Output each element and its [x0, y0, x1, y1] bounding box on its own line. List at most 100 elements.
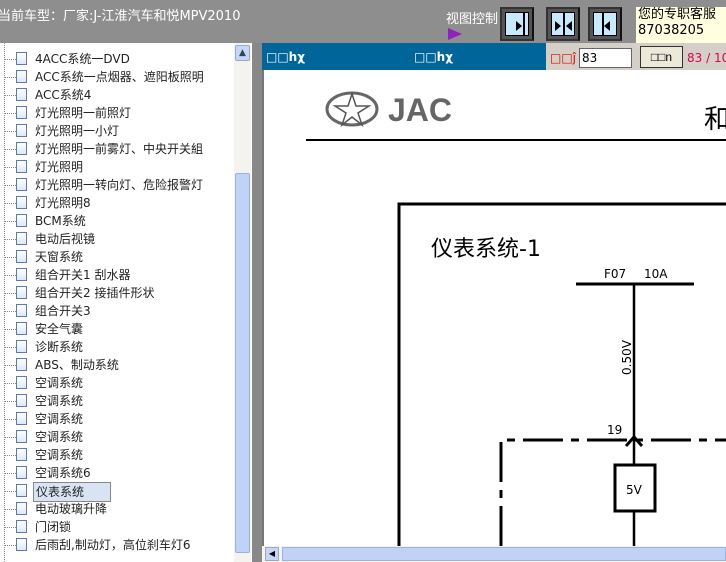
jac-logo-text: JAC — [388, 92, 452, 128]
expand-right-button[interactable] — [500, 7, 534, 41]
document-icon — [16, 250, 27, 263]
tree-item[interactable]: 空调系统 — [0, 446, 232, 464]
tree-item[interactable]: 电动玻璃升降 — [0, 500, 232, 518]
tree-item-label: 4ACC系统一DVD — [35, 52, 130, 66]
scroll-up-icon[interactable]: ▲ — [235, 45, 250, 61]
tree-item[interactable]: 诊断系统 — [0, 338, 232, 356]
document-icon — [16, 124, 27, 137]
document-icon — [16, 358, 27, 371]
tree-item[interactable]: 空调系统6 — [0, 464, 232, 482]
tree-item-label: 电动玻璃升降 — [35, 502, 108, 516]
document-icon — [16, 196, 27, 209]
tree-item-label: 灯光照明一小灯 — [35, 124, 120, 138]
pin-number: 19 — [607, 423, 622, 437]
tree-item-label: 灯光照明8 — [35, 196, 91, 210]
tree-item-label: 空调系统6 — [35, 466, 91, 480]
tree-item[interactable]: 电动后视镜 — [0, 230, 232, 248]
tree-item[interactable]: ABS、制动系统 — [0, 356, 232, 374]
split-view-button[interactable] — [546, 7, 580, 41]
tree-item[interactable]: 灯光照明一前雾灯、中央开关組 — [0, 140, 232, 158]
tree-item[interactable]: ACC系统4 — [0, 86, 232, 104]
fuse-label: F07 — [604, 267, 626, 281]
tree-item-label: 天窗系统 — [35, 250, 84, 264]
tree-scrollbar[interactable]: ▲ — [234, 43, 251, 562]
scroll-thumb[interactable] — [282, 547, 726, 561]
page-count: 83 / 10 — [687, 51, 726, 65]
current-model-title: 当前车型：厂家:J-江淮汽车和悦MPV2010 — [0, 9, 241, 24]
tree-item-label: 灯光照明一前雾灯、中央开关組 — [35, 142, 204, 156]
tree-item[interactable]: 灯光照明一转向灯、危险报警灯 — [0, 176, 232, 194]
document-icon — [16, 268, 27, 281]
tree-item[interactable]: 灯光照明一前照灯 — [0, 104, 232, 122]
jac-star-logo-icon — [325, 91, 379, 128]
tree-item[interactable]: 空调系统 — [0, 392, 232, 410]
document-icon — [16, 412, 27, 425]
tree-item[interactable]: 组合开关3 — [0, 302, 232, 320]
tree-item[interactable]: ACC系统一点烟器、遮阳板照明 — [0, 68, 232, 86]
expand-left-button[interactable] — [588, 7, 622, 41]
tree-item[interactable]: 灯光照明 — [0, 158, 232, 176]
document-icon — [16, 502, 27, 515]
document-icon — [16, 538, 27, 551]
tree-item[interactable]: 天窗系统 — [0, 248, 232, 266]
tree-item-label: ACC系统一点烟器、遮阳板照明 — [35, 70, 204, 84]
tree-item[interactable]: 组合开关2 接插件形状 — [0, 284, 232, 302]
tree-item-label: 电动后视镜 — [35, 232, 96, 246]
viewer-tab-2[interactable]: □□hχ — [414, 50, 453, 64]
tree-item-label: 灯光照明一前照灯 — [35, 106, 132, 120]
document-icon — [16, 178, 27, 191]
document-icon — [16, 376, 27, 389]
tree-item[interactable]: 安全气囊 — [0, 320, 232, 338]
tree-item-label: 组合开关1 刮水器 — [35, 268, 131, 282]
document-icon — [16, 520, 27, 533]
tree-item[interactable]: 灯光照明8 — [0, 194, 232, 212]
fuse-amp: 10A — [644, 267, 668, 281]
document-icon — [16, 88, 27, 101]
scroll-thumb[interactable] — [235, 173, 250, 553]
tree-item[interactable]: 空调系统 — [0, 374, 232, 392]
document-icon — [16, 484, 27, 497]
tree-item-label: 组合开关3 — [35, 304, 91, 318]
document-icon — [16, 322, 27, 335]
viewer-tab-1[interactable]: □□hχ — [266, 50, 305, 64]
document-icon — [16, 214, 27, 227]
tree-item-label: 后雨刮,制动灯，高位刹车灯6 — [35, 538, 191, 552]
diagram-viewer: JAC 和 仪表系统-1 F07 10A 0.50V 19 5V — [262, 70, 726, 546]
scroll-left-icon[interactable]: ◀ — [265, 547, 279, 561]
document-icon — [16, 430, 27, 443]
tree-item-label: 安全气囊 — [35, 322, 84, 336]
tree-item-label: BCM系统 — [35, 214, 86, 228]
tree-item-label: 仪表系统 — [33, 482, 111, 502]
play-arrow-icon — [448, 28, 462, 40]
viewer-header: □□hχ □□hχ — [262, 43, 546, 70]
document-icon — [16, 52, 27, 65]
view-control-label: 视图控制 — [446, 12, 499, 27]
document-icon — [16, 232, 27, 245]
tree-item[interactable]: 4ACC系统一DVD — [0, 50, 232, 68]
tree-item-label: ACC系统4 — [35, 88, 92, 102]
tree-item[interactable]: 门闭锁 — [0, 518, 232, 536]
tree-item[interactable]: 组合开关1 刮水器 — [0, 266, 232, 284]
tree-item[interactable]: 仪表系统 — [0, 482, 232, 502]
splitter[interactable] — [252, 43, 262, 562]
service-label: 您的专职客服 — [638, 7, 717, 22]
diagram-title: 仪表系统-1 — [431, 237, 541, 262]
page-label: □□ĵ — [550, 51, 577, 65]
document-icon — [16, 286, 27, 299]
tree-item-label: 空调系统 — [35, 448, 84, 462]
tree-item[interactable]: 空调系统 — [0, 428, 232, 446]
document-icon — [16, 448, 27, 461]
viewer-horizontal-scrollbar[interactable]: ◀ — [262, 546, 726, 562]
page-input[interactable] — [579, 48, 632, 68]
document-icon — [16, 160, 27, 173]
tree-item[interactable]: BCM系统 — [0, 212, 232, 230]
go-button[interactable]: □□n — [640, 46, 683, 68]
tree-item-label: ABS、制动系统 — [35, 358, 119, 372]
tree-item[interactable]: 空调系统 — [0, 410, 232, 428]
tree-item-label: 空调系统 — [35, 430, 84, 444]
tree-item-label: 灯光照明 — [35, 160, 84, 174]
tree-item[interactable]: 后雨刮,制动灯，高位刹车灯6 — [0, 536, 232, 554]
tree-item[interactable]: 灯光照明一小灯 — [0, 122, 232, 140]
